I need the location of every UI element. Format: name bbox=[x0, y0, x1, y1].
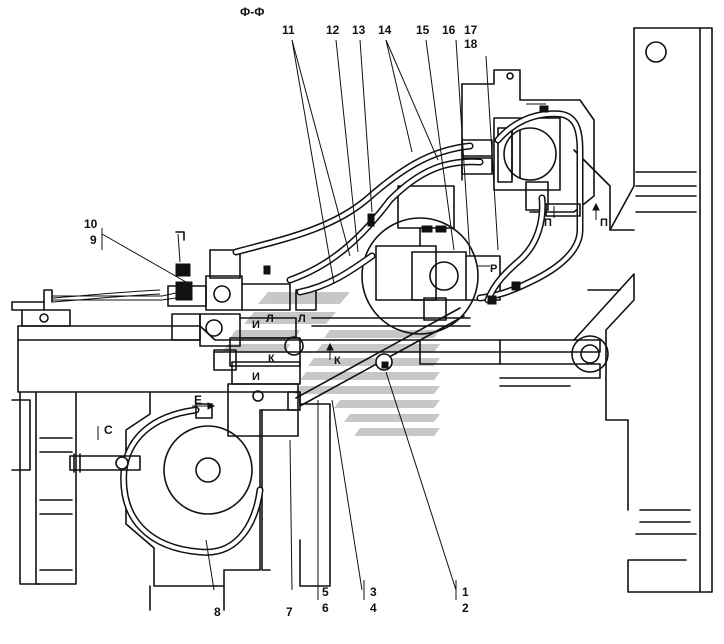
frame-beam bbox=[17, 325, 601, 585]
callout-6: 6 bbox=[322, 601, 329, 615]
callout-10: 10 bbox=[84, 217, 98, 231]
callout-4: 4 bbox=[370, 601, 377, 615]
marker-r: Р bbox=[490, 263, 497, 275]
callout-1: 1 bbox=[462, 585, 469, 599]
callout-2: 2 bbox=[462, 601, 469, 615]
callout-7: 7 bbox=[286, 605, 293, 619]
callout-5: 5 bbox=[322, 585, 329, 599]
callout-18: 18 bbox=[464, 37, 478, 51]
marker-e: Е bbox=[194, 393, 202, 407]
marker-l1: Л bbox=[266, 313, 274, 325]
upper-hoses bbox=[232, 110, 584, 304]
view-markers: C Е И Л Л К И К Р П П bbox=[97, 202, 608, 440]
callout-11: 11 bbox=[282, 23, 295, 37]
left-hose bbox=[51, 289, 161, 303]
marker-k1: К bbox=[268, 353, 275, 365]
callout-3: 3 bbox=[370, 585, 377, 599]
fittings bbox=[183, 105, 549, 369]
marker-l2: Л bbox=[298, 313, 306, 325]
marker-p2: П bbox=[600, 217, 608, 229]
lower-left-blocks bbox=[11, 391, 77, 585]
callout-15: 15 bbox=[416, 23, 430, 37]
callouts-bottom: 8 7 5 6 3 4 1 2 bbox=[214, 585, 469, 619]
callout-13: 13 bbox=[352, 23, 366, 37]
left-clamp bbox=[11, 289, 191, 327]
callout-16: 16 bbox=[442, 23, 456, 37]
callouts-top: 11 12 13 14 15 16 17 18 bbox=[282, 23, 478, 51]
section-title: Ф-Ф bbox=[240, 5, 264, 19]
callout-8: 8 bbox=[214, 605, 221, 619]
callout-12: 12 bbox=[326, 23, 340, 37]
callouts-left: 10 9 bbox=[84, 217, 98, 247]
valve-cluster bbox=[167, 231, 317, 437]
watermark-logo bbox=[222, 292, 440, 436]
hose-e-loop bbox=[120, 403, 264, 556]
marker-i2: И bbox=[252, 371, 260, 383]
callout-14: 14 bbox=[378, 23, 392, 37]
upper-motor bbox=[461, 69, 595, 213]
marker-p1: П bbox=[544, 217, 552, 229]
marker-i1: И bbox=[252, 319, 260, 331]
callout-17: 17 bbox=[464, 23, 478, 37]
callout-9: 9 bbox=[90, 233, 97, 247]
marker-k2: К bbox=[334, 355, 341, 367]
marker-c: C bbox=[104, 423, 113, 437]
right-vertical-member bbox=[571, 27, 713, 593]
leader-lines bbox=[101, 39, 499, 600]
gearbox-housing bbox=[125, 391, 331, 611]
lever-rod bbox=[69, 453, 141, 473]
